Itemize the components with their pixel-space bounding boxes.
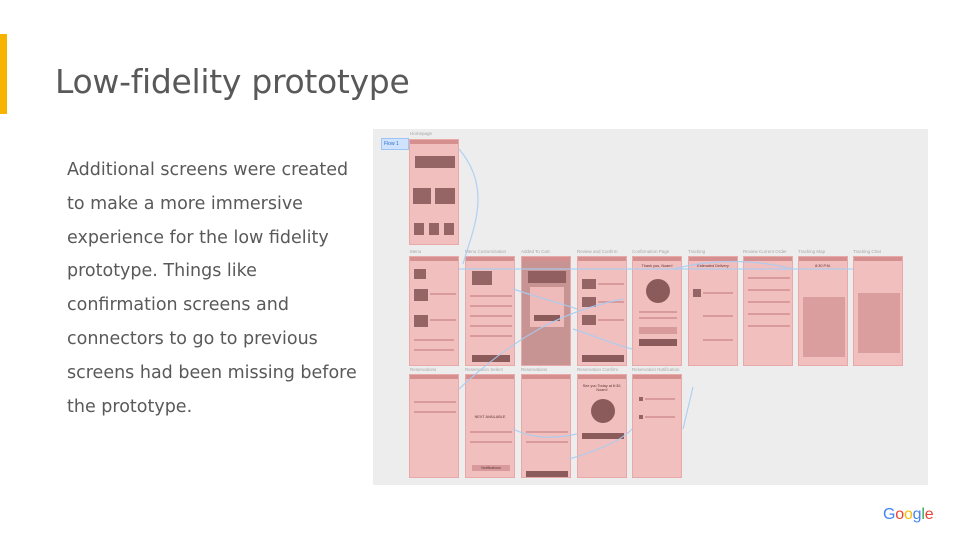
see-you-text: See you Today at 6:30, Noam!	[582, 384, 622, 392]
section-label: Review and Confirm	[577, 249, 618, 254]
prototype-wireframe-image: Flow 1 Homepage Menu Menu Customization …	[373, 129, 928, 485]
section-label: Menu Customization	[465, 249, 507, 254]
section-label: Menu	[410, 249, 422, 254]
body-line: prototype. Things like	[67, 261, 257, 282]
delivery-time-text: 8:30 P.M.	[815, 264, 831, 268]
section-label: Tracking Map	[798, 249, 826, 254]
notifications-button: Notifications	[472, 465, 510, 471]
wireframe-screen-tracking: Estimated Delivery	[688, 256, 738, 366]
body-line: Additional screens were created	[67, 160, 349, 180]
wireframe-screen-reservation-select: NEXT AVAILABLE Notifications	[465, 374, 515, 478]
wireframe-screen-reservation-confirm: See you Today at 6:30, Noam!	[577, 374, 627, 478]
wireframe-screen-added-to-cart	[521, 256, 571, 366]
body-line: experience for the low fidelity	[67, 227, 329, 248]
wireframe-screen-reservation-notification	[632, 374, 682, 478]
section-label: Tracking	[688, 249, 706, 254]
google-logo: Google	[883, 506, 934, 524]
logo-letter: o	[895, 506, 904, 523]
section-label: Review Current Order	[743, 249, 787, 254]
next-available-text: NEXT AVAILABLE	[474, 415, 506, 419]
wireframe-screen-reservations	[409, 374, 459, 478]
accent-bar	[0, 34, 7, 114]
body-paragraph: Additional screens were created to make …	[67, 154, 367, 424]
wireframe-screen-reservations-alt	[521, 374, 571, 478]
wireframe-screen-menu-customization	[465, 256, 515, 366]
slide-title: Low-fidelity prototype	[55, 62, 410, 101]
body-line: to make a more immersive	[67, 193, 303, 214]
section-label: Reservation Select	[465, 367, 503, 372]
body-line: screens had been missing before	[67, 362, 357, 383]
body-line: confirmation screens and	[67, 295, 289, 316]
section-label: Confirmation Page	[632, 249, 670, 254]
logo-letter: l	[921, 506, 925, 523]
wireframe-screen-review-confirm	[577, 256, 627, 366]
wireframe-screen-homepage	[409, 139, 459, 245]
wireframe-screen-confirmation: Thank you, Noam!	[632, 256, 682, 366]
flow-tag: Flow 1	[381, 138, 409, 150]
connector-lines	[458, 148, 853, 460]
estimated-delivery-text: Estimated Delivery	[697, 264, 729, 268]
section-label: Tracking Chat	[853, 249, 881, 254]
body-line: connectors to go to previous	[67, 328, 318, 349]
section-label: Reservation Confirm	[577, 367, 619, 372]
section-label: Reservation Notification	[632, 367, 680, 372]
section-label: Homepage	[410, 131, 433, 136]
logo-letter: G	[883, 506, 896, 523]
wireframe-screen-menu	[409, 256, 459, 366]
thank-you-text: Thank you, Noam!	[641, 264, 673, 268]
wireframe-screen-review-current-order	[743, 256, 793, 366]
wireframe-screen-tracking-chat	[853, 256, 903, 366]
section-label: Reservations	[410, 367, 437, 372]
logo-letter: e	[924, 506, 934, 523]
section-label: Added To Cart	[521, 249, 550, 254]
logo-letter: o	[903, 506, 913, 523]
wireframe-screen-tracking-map: 8:30 P.M.	[798, 256, 848, 366]
section-label: Reservations	[521, 367, 548, 372]
logo-letter: g	[912, 506, 922, 523]
body-line: the prototype.	[67, 396, 193, 417]
